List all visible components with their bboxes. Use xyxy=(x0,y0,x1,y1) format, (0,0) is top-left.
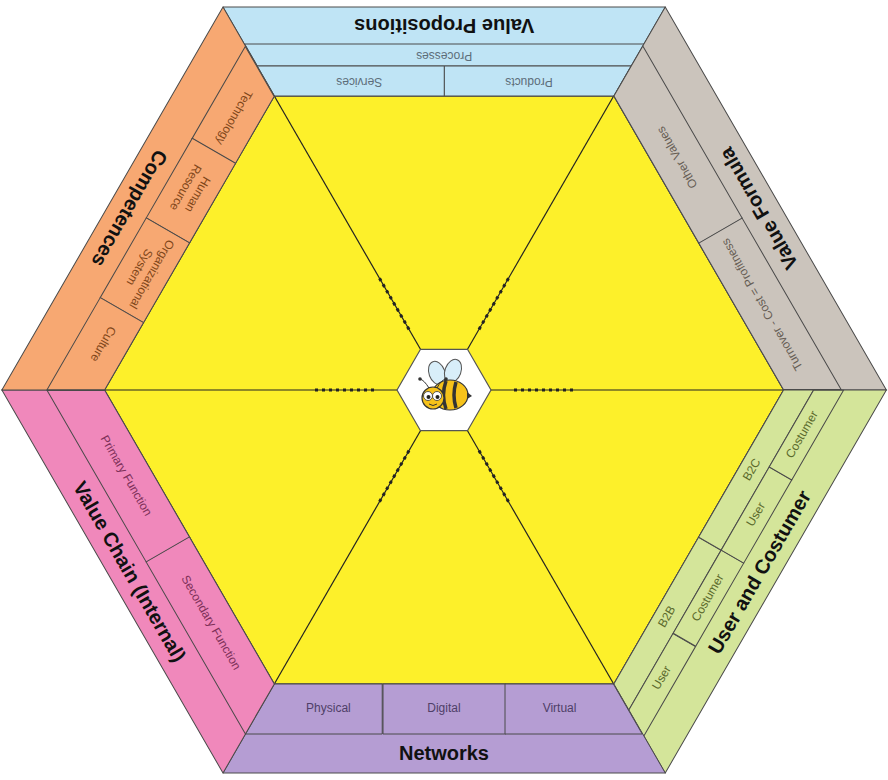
band-shape xyxy=(505,684,642,734)
band-shape xyxy=(444,66,631,96)
hexagon-band: Value Chain (Internal)Primary FunctionSe… xyxy=(2,346,300,773)
band-title: Value Propositions xyxy=(354,14,534,37)
band-shape xyxy=(588,7,886,434)
hexagon-band: CompetencesTechnologyHuman ResourceOrgan… xyxy=(2,7,300,434)
hexagon-band: Value FormulaTurnover - Cost = Profitnes… xyxy=(588,7,886,434)
band-shape xyxy=(223,7,665,96)
band-shape xyxy=(2,7,300,434)
band-shape xyxy=(244,44,644,66)
hexagon-band: Networks Physical Digital Virtual xyxy=(223,684,665,773)
band-shape xyxy=(223,684,665,773)
hexagon-band: User and CostumerB2BB2CUserCostumerUserC… xyxy=(588,346,886,773)
band-shape xyxy=(2,346,300,773)
band-title-strip: Value Propositions xyxy=(244,7,644,44)
cell-label: Virtual xyxy=(543,702,577,716)
hexagon-band: Value PropositionsProcessesProducts Servi… xyxy=(223,7,665,96)
band-cell: Processes xyxy=(244,44,644,66)
band-shape xyxy=(257,66,444,96)
band-shape xyxy=(383,684,506,734)
cell-label: Processes xyxy=(416,48,472,62)
cell-label: Products xyxy=(505,74,552,88)
band-shape xyxy=(721,467,792,563)
cell-label: Services xyxy=(336,74,382,88)
band-shape xyxy=(588,346,886,773)
band-shape xyxy=(47,365,190,562)
band-shape xyxy=(192,46,289,163)
band-shape xyxy=(769,377,843,480)
band-shape xyxy=(673,550,744,646)
band-shape xyxy=(699,218,842,415)
band-title-strip: Networks xyxy=(245,734,642,773)
band-title: Networks xyxy=(399,742,489,765)
band-cell: Virtual xyxy=(505,684,642,734)
band-cell: Products xyxy=(444,66,631,96)
band-shape xyxy=(599,46,742,243)
band-cell: Services xyxy=(257,66,444,96)
band-cell: Digital xyxy=(383,684,506,734)
cell-label: Digital xyxy=(427,702,460,716)
band-shape xyxy=(47,298,144,415)
cell-label: Physical xyxy=(306,702,351,716)
band-shape xyxy=(146,537,289,734)
